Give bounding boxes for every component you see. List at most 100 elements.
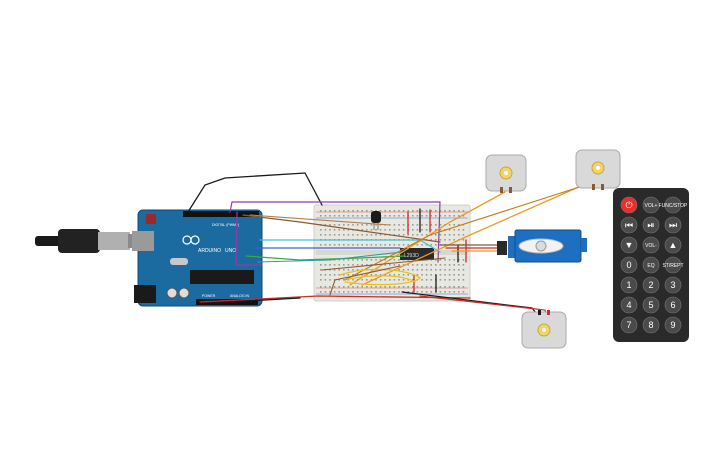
breadboard-hole[interactable] <box>435 224 437 226</box>
remote-button-play-pause[interactable]: ⏯ <box>642 216 660 234</box>
breadboard-hole[interactable] <box>338 279 340 281</box>
breadboard-hole[interactable] <box>333 274 336 276</box>
breadboard-hole[interactable] <box>333 286 336 288</box>
breadboard-hole[interactable] <box>462 264 465 266</box>
breadboard-hole[interactable] <box>343 279 345 281</box>
breadboard-hole[interactable] <box>407 291 409 293</box>
breadboard-hole[interactable] <box>356 244 359 246</box>
breadboard-hole[interactable] <box>379 279 382 281</box>
breadboard-hole[interactable] <box>347 215 350 217</box>
breadboard-hole[interactable] <box>393 259 396 261</box>
remote-button-zero[interactable]: 0 <box>620 256 638 274</box>
breadboard-hole[interactable] <box>407 274 409 276</box>
breadboard-hole[interactable] <box>402 224 405 226</box>
breadboard-hole[interactable] <box>448 274 451 276</box>
breadboard-hole[interactable] <box>435 229 437 231</box>
breadboard-hole[interactable] <box>448 234 451 236</box>
breadboard-hole[interactable] <box>352 224 354 226</box>
breadboard-hole[interactable] <box>379 286 382 288</box>
breadboard-hole[interactable] <box>439 291 442 293</box>
breadboard-hole[interactable] <box>444 291 446 293</box>
breadboard-hole[interactable] <box>435 234 437 236</box>
breadboard-hole[interactable] <box>462 274 465 276</box>
remote-button-three[interactable]: 3 <box>664 276 682 294</box>
breadboard-hole[interactable] <box>370 291 373 293</box>
breadboard-hole[interactable] <box>356 210 359 212</box>
breadboard-hole[interactable] <box>439 224 442 226</box>
breadboard-hole[interactable] <box>398 244 400 246</box>
breadboard-hole[interactable] <box>402 264 405 266</box>
breadboard-hole[interactable] <box>375 224 377 226</box>
breadboard-hole[interactable] <box>333 215 336 217</box>
breadboard-hole[interactable] <box>398 269 400 271</box>
breadboard-hole[interactable] <box>398 215 400 217</box>
breadboard-hole[interactable] <box>356 224 359 226</box>
breadboard-hole[interactable] <box>448 239 451 241</box>
breadboard-hole[interactable] <box>448 259 451 261</box>
breadboard-hole[interactable] <box>389 274 391 276</box>
breadboard-hole[interactable] <box>370 224 373 226</box>
breadboard-hole[interactable] <box>324 210 327 212</box>
breadboard-hole[interactable] <box>425 269 428 271</box>
breadboard-hole[interactable] <box>458 229 460 231</box>
breadboard-hole[interactable] <box>329 291 331 293</box>
breadboard-hole[interactable] <box>425 291 428 293</box>
breadboard-hole[interactable] <box>338 234 340 236</box>
breadboard-hole[interactable] <box>448 286 451 288</box>
breadboard-hole[interactable] <box>333 210 336 212</box>
breadboard-hole[interactable] <box>421 286 423 288</box>
breadboard-hole[interactable] <box>458 291 460 293</box>
breadboard-hole[interactable] <box>389 291 391 293</box>
breadboard-hole[interactable] <box>425 210 428 212</box>
breadboard-hole[interactable] <box>448 215 451 217</box>
digital-header[interactable] <box>183 211 259 217</box>
breadboard-hole[interactable] <box>352 274 354 276</box>
breadboard-hole[interactable] <box>393 279 396 281</box>
breadboard-hole[interactable] <box>361 244 363 246</box>
remote-button-down[interactable]: ▼ <box>620 236 638 254</box>
breadboard-hole[interactable] <box>361 279 363 281</box>
breadboard-hole[interactable] <box>458 224 460 226</box>
breadboard-hole[interactable] <box>398 291 400 293</box>
breadboard-hole[interactable] <box>458 279 460 281</box>
breadboard-hole[interactable] <box>324 215 327 217</box>
breadboard-hole[interactable] <box>384 215 386 217</box>
breadboard-hole[interactable] <box>384 286 386 288</box>
breadboard-hole[interactable] <box>343 215 345 217</box>
breadboard-hole[interactable] <box>361 291 363 293</box>
breadboard-hole[interactable] <box>439 264 442 266</box>
breadboard-hole[interactable] <box>412 279 414 281</box>
breadboard-hole[interactable] <box>324 234 327 236</box>
breadboard-hole[interactable] <box>347 229 350 231</box>
breadboard-hole[interactable] <box>379 259 382 261</box>
breadboard-hole[interactable] <box>356 286 359 288</box>
remote-button-nine[interactable]: 9 <box>664 316 682 334</box>
breadboard-hole[interactable] <box>439 274 442 276</box>
breadboard-hole[interactable] <box>333 269 336 271</box>
breadboard-hole[interactable] <box>393 274 396 276</box>
breadboard-hole[interactable] <box>356 264 359 266</box>
breadboard-hole[interactable] <box>407 286 409 288</box>
breadboard-hole[interactable] <box>356 259 359 261</box>
breadboard-hole[interactable] <box>329 279 331 281</box>
breadboard-hole[interactable] <box>375 286 377 288</box>
breadboard-hole[interactable] <box>361 234 363 236</box>
breadboard-hole[interactable] <box>333 244 336 246</box>
breadboard-hole[interactable] <box>361 259 363 261</box>
dc-motor-bottom[interactable] <box>521 310 567 349</box>
breadboard-hole[interactable] <box>356 269 359 271</box>
breadboard-hole[interactable] <box>375 244 377 246</box>
breadboard-hole[interactable] <box>430 215 432 217</box>
breadboard-hole[interactable] <box>416 286 419 288</box>
breadboard-hole[interactable] <box>402 229 405 231</box>
breadboard-hole[interactable] <box>407 244 409 246</box>
breadboard-hole[interactable] <box>444 210 446 212</box>
breadboard-hole[interactable] <box>366 291 368 293</box>
breadboard-hole[interactable] <box>370 210 373 212</box>
breadboard-hole[interactable] <box>338 264 340 266</box>
breadboard-hole[interactable] <box>458 210 460 212</box>
breadboard-hole[interactable] <box>453 291 455 293</box>
breadboard-hole[interactable] <box>375 291 377 293</box>
breadboard-hole[interactable] <box>324 224 327 226</box>
breadboard-hole[interactable] <box>375 210 377 212</box>
